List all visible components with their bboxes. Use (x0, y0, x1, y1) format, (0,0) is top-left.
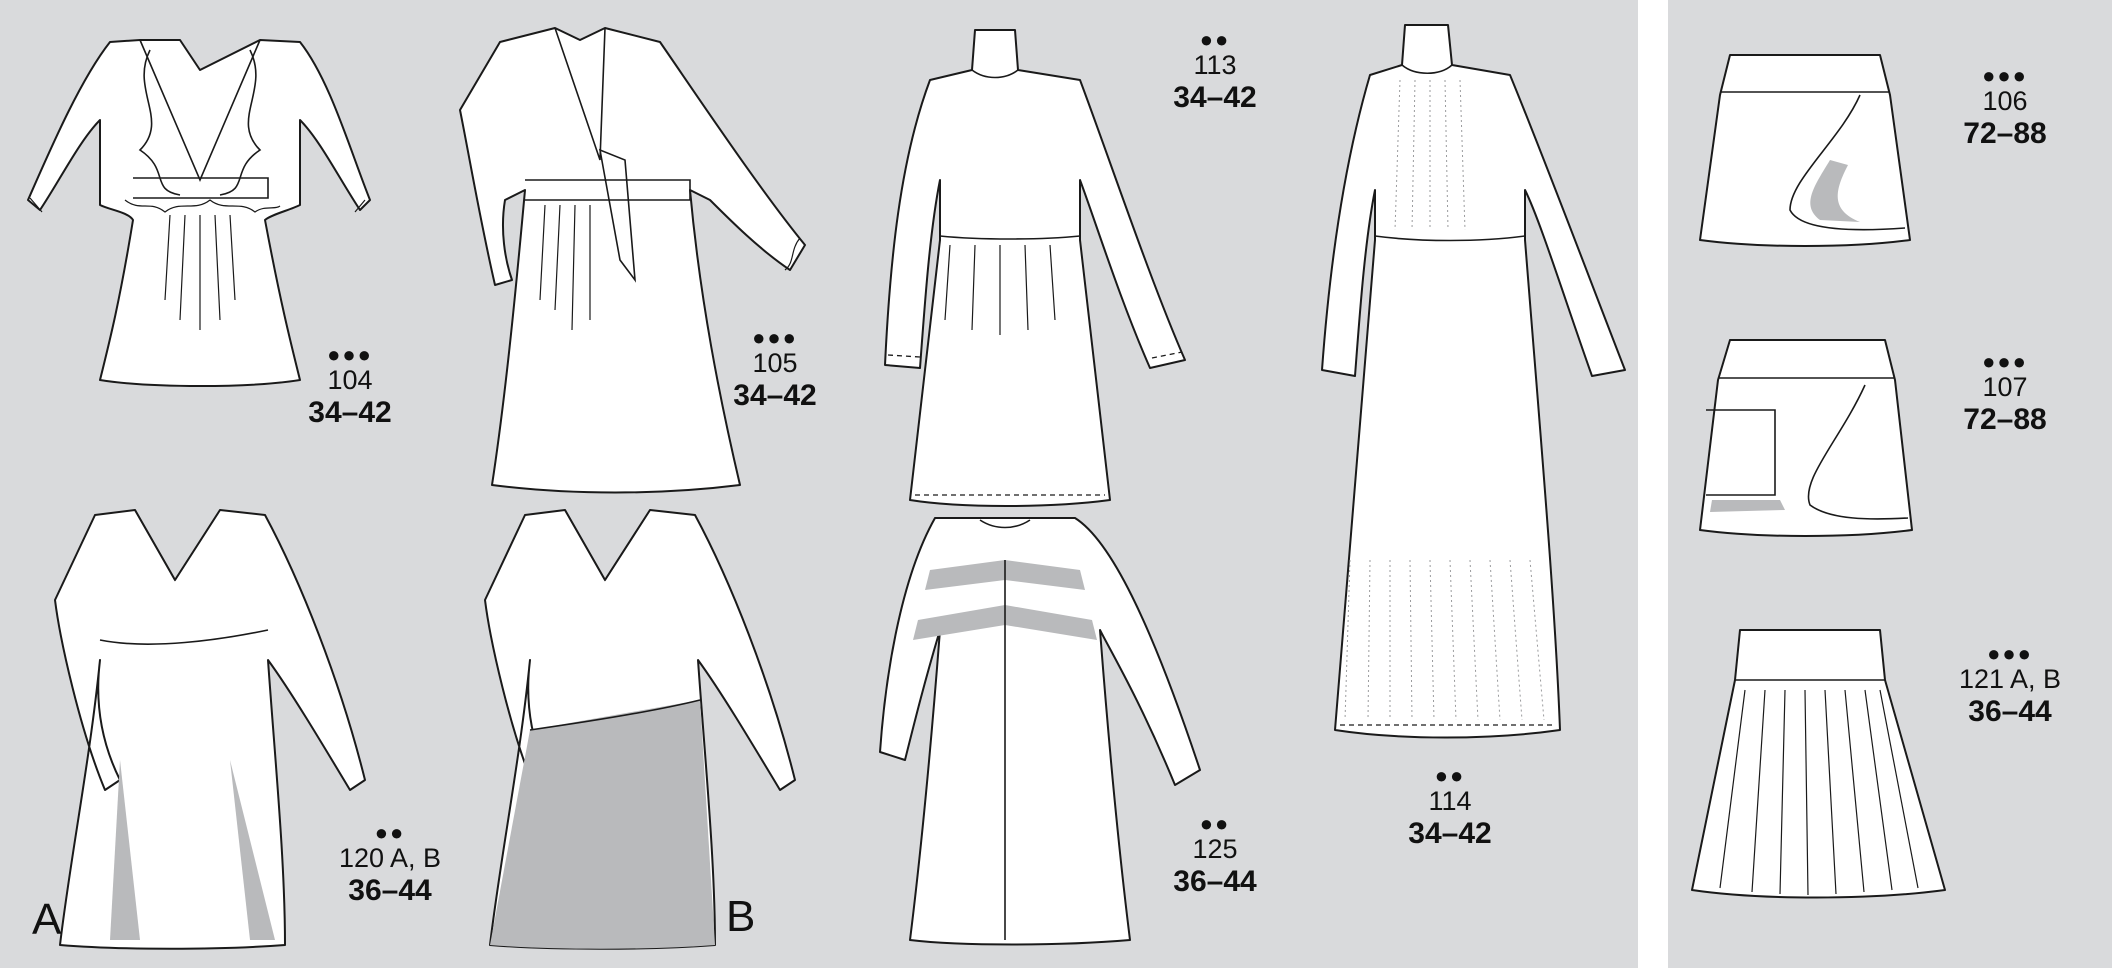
size-range: 72–88 (1963, 403, 2047, 436)
model-label-125: ●● 125 36–44 (1155, 811, 1275, 898)
difficulty-dots: ●● (1434, 763, 1466, 788)
model-label-120: ●● 120 A, B 36–44 (315, 820, 465, 907)
difficulty-dots: ●● (1199, 811, 1231, 836)
size-range: 34–42 (1408, 817, 1492, 850)
sketch-104 (27, 39, 371, 387)
size-range: 72–88 (1963, 117, 2047, 150)
model-label-114: ●● 114 34–42 (1390, 763, 1510, 850)
variant-label-b: B (726, 892, 756, 941)
variant-label-a: A (32, 895, 62, 944)
sketch-113 (884, 29, 1186, 507)
model-number: 105 (752, 348, 798, 378)
model-number: 125 (1192, 834, 1238, 864)
model-label-107: ●●● 107 72–88 (1945, 349, 2065, 436)
difficulty-dots: ●●● (752, 325, 798, 350)
difficulty-dots: ●● (374, 820, 406, 845)
model-label-121: ●●● 121 A, B 36–44 (1935, 641, 2085, 728)
difficulty-dots: ●●● (1987, 641, 2033, 666)
difficulty-dots: ●●● (327, 342, 373, 367)
model-number: 106 (1982, 86, 2028, 116)
sketch-107 (1699, 339, 1913, 537)
sketch-114 (1321, 24, 1626, 739)
difficulty-dots: ●●● (1982, 63, 2028, 88)
model-label-106: ●●● 106 72–88 (1945, 63, 2065, 150)
size-range: 34–42 (733, 379, 817, 412)
sketch-121 (1691, 629, 1946, 899)
model-number: 121 A, B (1958, 664, 2062, 694)
model-number: 107 (1982, 372, 2028, 402)
size-range: 36–44 (1968, 695, 2052, 728)
model-label-113: ●● 113 34–42 (1155, 27, 1275, 114)
model-number: 114 (1428, 786, 1472, 816)
sketch-106 (1699, 54, 1911, 247)
model-number: 104 (327, 365, 373, 395)
size-range: 36–44 (348, 874, 432, 907)
sketch-125 (879, 517, 1201, 946)
model-label-104: ●●● 104 34–42 (290, 342, 410, 429)
sketch-120a (54, 509, 366, 950)
size-range: 34–42 (1173, 81, 1257, 114)
model-number: 120 A, B (338, 843, 442, 873)
difficulty-dots: ●●● (1982, 349, 2028, 374)
sketch-105 (459, 27, 806, 494)
size-range: 34–42 (308, 396, 392, 429)
model-number: 113 (1193, 50, 1237, 80)
model-label-105: ●●● 105 34–42 (715, 325, 835, 412)
size-range: 36–44 (1173, 865, 1257, 898)
sketch-120b (484, 509, 796, 950)
difficulty-dots: ●● (1199, 27, 1231, 52)
